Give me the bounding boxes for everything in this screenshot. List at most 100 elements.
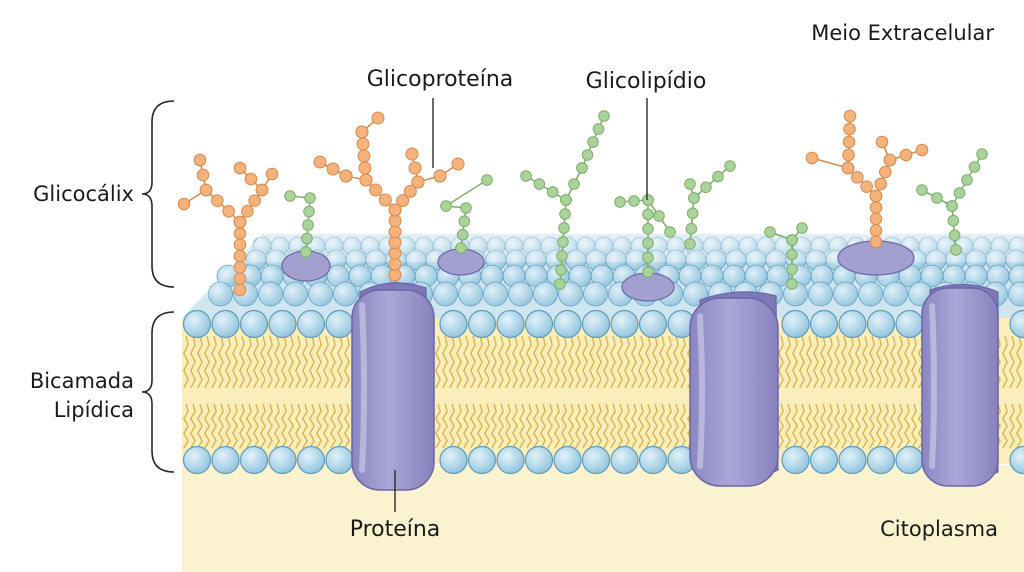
sugar-bead — [786, 234, 798, 246]
protein-label: Proteína — [350, 517, 441, 542]
phospholipid-head — [895, 309, 924, 339]
sugar-bead — [875, 135, 889, 149]
phospholipid-head — [610, 309, 639, 339]
sugar-bead — [915, 143, 929, 157]
inner-head-row — [182, 445, 1024, 475]
glycoprotein-branch — [433, 157, 465, 183]
sugar-bead — [355, 125, 369, 139]
sugar-bead — [883, 153, 897, 167]
sugar-bead — [976, 148, 988, 160]
sugar-bead — [576, 162, 588, 174]
glycoprotein-branch — [355, 125, 373, 187]
sugar-bead — [555, 264, 567, 276]
sugar-bead — [947, 214, 960, 227]
sugar-bead — [533, 178, 546, 190]
sugar-bead — [233, 272, 247, 285]
phospholipid-head — [638, 445, 668, 475]
sugar-bead — [842, 148, 855, 162]
sugar-bead — [455, 242, 467, 254]
bilayer-core — [182, 318, 1024, 464]
sugar-bead — [304, 192, 316, 204]
sugar-bead — [371, 111, 385, 125]
sugar-bead — [460, 202, 472, 214]
sugar-bead — [581, 149, 594, 161]
sugar-bead — [255, 183, 269, 197]
phospholipid-head — [610, 445, 639, 475]
sugar-bead — [241, 205, 254, 218]
phospholipid-head — [239, 445, 269, 475]
phospholipid-head — [467, 309, 497, 339]
sugar-bead — [233, 161, 247, 175]
phospholipid-head — [296, 445, 326, 475]
sugar-bead — [869, 224, 883, 237]
glycolipid-chain — [440, 174, 493, 254]
sugar-bead — [931, 192, 943, 204]
sugar-bead — [520, 170, 532, 182]
phospholipid-head — [268, 445, 297, 475]
sugar-bead — [300, 246, 312, 258]
surface-phospholipid-head — [483, 281, 508, 307]
sugar-bead — [796, 222, 808, 234]
sugar-bead — [642, 194, 654, 206]
phospholipid-head — [524, 445, 554, 475]
sugar-bead — [408, 161, 422, 175]
surface-phospholipid-head — [433, 281, 458, 307]
glycocalyx-label: Glicocálix — [33, 182, 134, 206]
sugar-bead — [642, 266, 654, 278]
transmembrane-protein-1 — [351, 282, 435, 491]
phospholipid-head — [211, 309, 240, 339]
sugar-bead — [556, 250, 568, 262]
glycolipid-branch — [642, 194, 676, 238]
extracellular-label: Meio Extracelular — [811, 21, 994, 45]
sugar-bead — [961, 174, 973, 186]
glycolipid-branch — [684, 178, 700, 204]
sugar-bead — [302, 219, 314, 231]
sugar-bead — [686, 207, 699, 220]
sugar-bead — [568, 178, 580, 190]
sugar-bead — [587, 136, 599, 148]
sugar-bead — [653, 210, 665, 222]
glycocalyx-bracket — [141, 100, 175, 288]
sugar-bead — [642, 208, 654, 221]
phospholipid-head — [211, 445, 240, 475]
sugar-bead — [684, 178, 696, 190]
sugar-bead — [358, 161, 372, 175]
phospholipid-head — [809, 445, 839, 475]
glycoprotein-branch — [841, 109, 857, 175]
sugar-bead — [642, 223, 654, 235]
sugar-bead — [688, 192, 700, 204]
sugar-bead — [841, 161, 855, 175]
sugar-bead — [557, 236, 569, 248]
phospholipid-head — [439, 309, 468, 339]
sugar-bead — [196, 168, 210, 182]
phospholipid-head — [239, 309, 269, 339]
sugar-bead — [869, 212, 883, 226]
surface-phospholipid-head — [333, 281, 358, 307]
sugar-bead — [233, 238, 247, 251]
sugar-bead — [388, 246, 402, 260]
sugar-bead — [388, 268, 402, 282]
surface-phospholipid-head — [583, 281, 608, 307]
sugar-bead — [953, 187, 966, 199]
sugar-bead — [786, 278, 798, 290]
surface-phospholipid-head — [308, 281, 333, 307]
sugar-bead — [948, 229, 961, 242]
sugar-bead — [786, 263, 798, 276]
sugar-bead — [440, 200, 452, 212]
glycolipid-branch — [576, 110, 610, 174]
phospholipid-head — [553, 445, 582, 475]
sugar-bead — [874, 177, 887, 191]
sugar-bead — [664, 226, 676, 238]
surface-phospholipid-head — [283, 281, 308, 307]
sugar-bead — [396, 194, 410, 208]
phospholipid-head — [553, 309, 582, 339]
sugar-bead — [403, 184, 417, 198]
sugar-bead — [456, 228, 469, 241]
sugar-bead — [843, 109, 857, 123]
sugar-bead — [546, 186, 559, 198]
surface-phospholipid-head — [808, 281, 833, 307]
sugar-bead — [805, 151, 819, 165]
sugar-bead — [700, 181, 712, 194]
bilayer-label-line-1: Bicamada — [30, 369, 134, 393]
